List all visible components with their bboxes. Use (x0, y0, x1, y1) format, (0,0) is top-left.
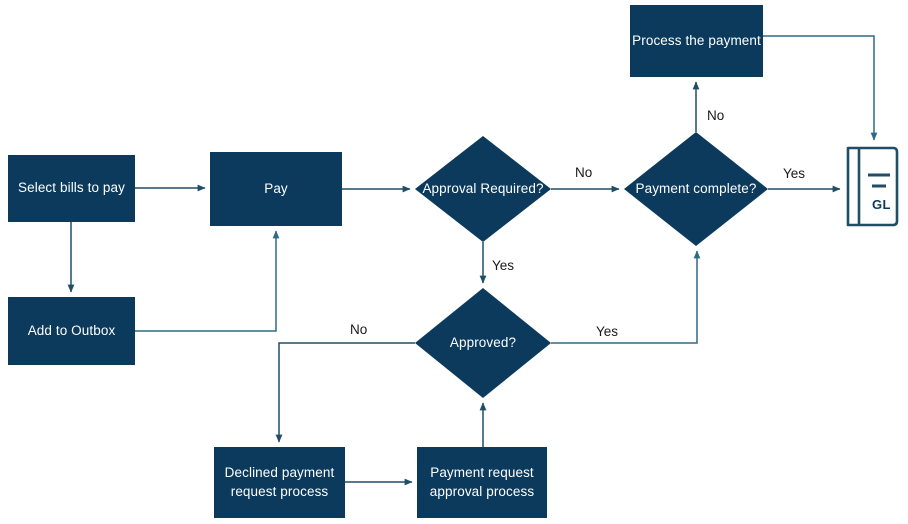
node-label: Process the payment (632, 32, 761, 48)
node-select-bills-to-pay[interactable]: Select bills to pay (8, 155, 135, 222)
edge-approved-yes-to-payment-complete (551, 250, 701, 344)
node-label: Select bills to pay (18, 180, 125, 196)
node-label: Payment request approval process (429, 465, 535, 499)
book-ledger-icon (846, 146, 899, 227)
edge-label-no-payment-complete: No (707, 108, 725, 123)
edge-label-yes-approval-required: Yes (492, 258, 515, 273)
node-process-the-payment[interactable]: Process the payment (630, 5, 763, 77)
edge-label-no-approval-required: No (575, 165, 593, 180)
node-label: Declined payment request process (224, 465, 335, 499)
node-payment-complete[interactable]: Payment complete? (624, 132, 768, 246)
edge-outbox-to-pay (135, 230, 280, 332)
edge-label-no-approved: No (350, 322, 368, 337)
node-declined-payment-request-process[interactable]: Declined payment request process (214, 447, 345, 518)
node-approval-required[interactable]: Approval Required? (415, 136, 551, 242)
node-gl-ledger[interactable]: GL (845, 145, 900, 228)
diamond-shape (624, 132, 768, 246)
node-pay[interactable]: Pay (210, 152, 342, 226)
edge-label-yes-approved: Yes (596, 324, 619, 339)
node-label: Pay (264, 180, 288, 196)
edge-approved-no-to-declined-process (275, 342, 415, 443)
diamond-shape (415, 288, 551, 398)
node-approved[interactable]: Approved? (415, 288, 551, 398)
diamond-shape (415, 136, 551, 242)
edge-process-payment-to-gl (763, 35, 878, 141)
node-label: Add to Outbox (27, 322, 116, 338)
edge-label-yes-payment-complete: Yes (783, 166, 806, 181)
node-add-to-outbox[interactable]: Add to Outbox (8, 297, 135, 365)
node-payment-request-approval-process[interactable]: Payment request approval process (417, 447, 547, 518)
gl-label: GL (872, 197, 891, 212)
